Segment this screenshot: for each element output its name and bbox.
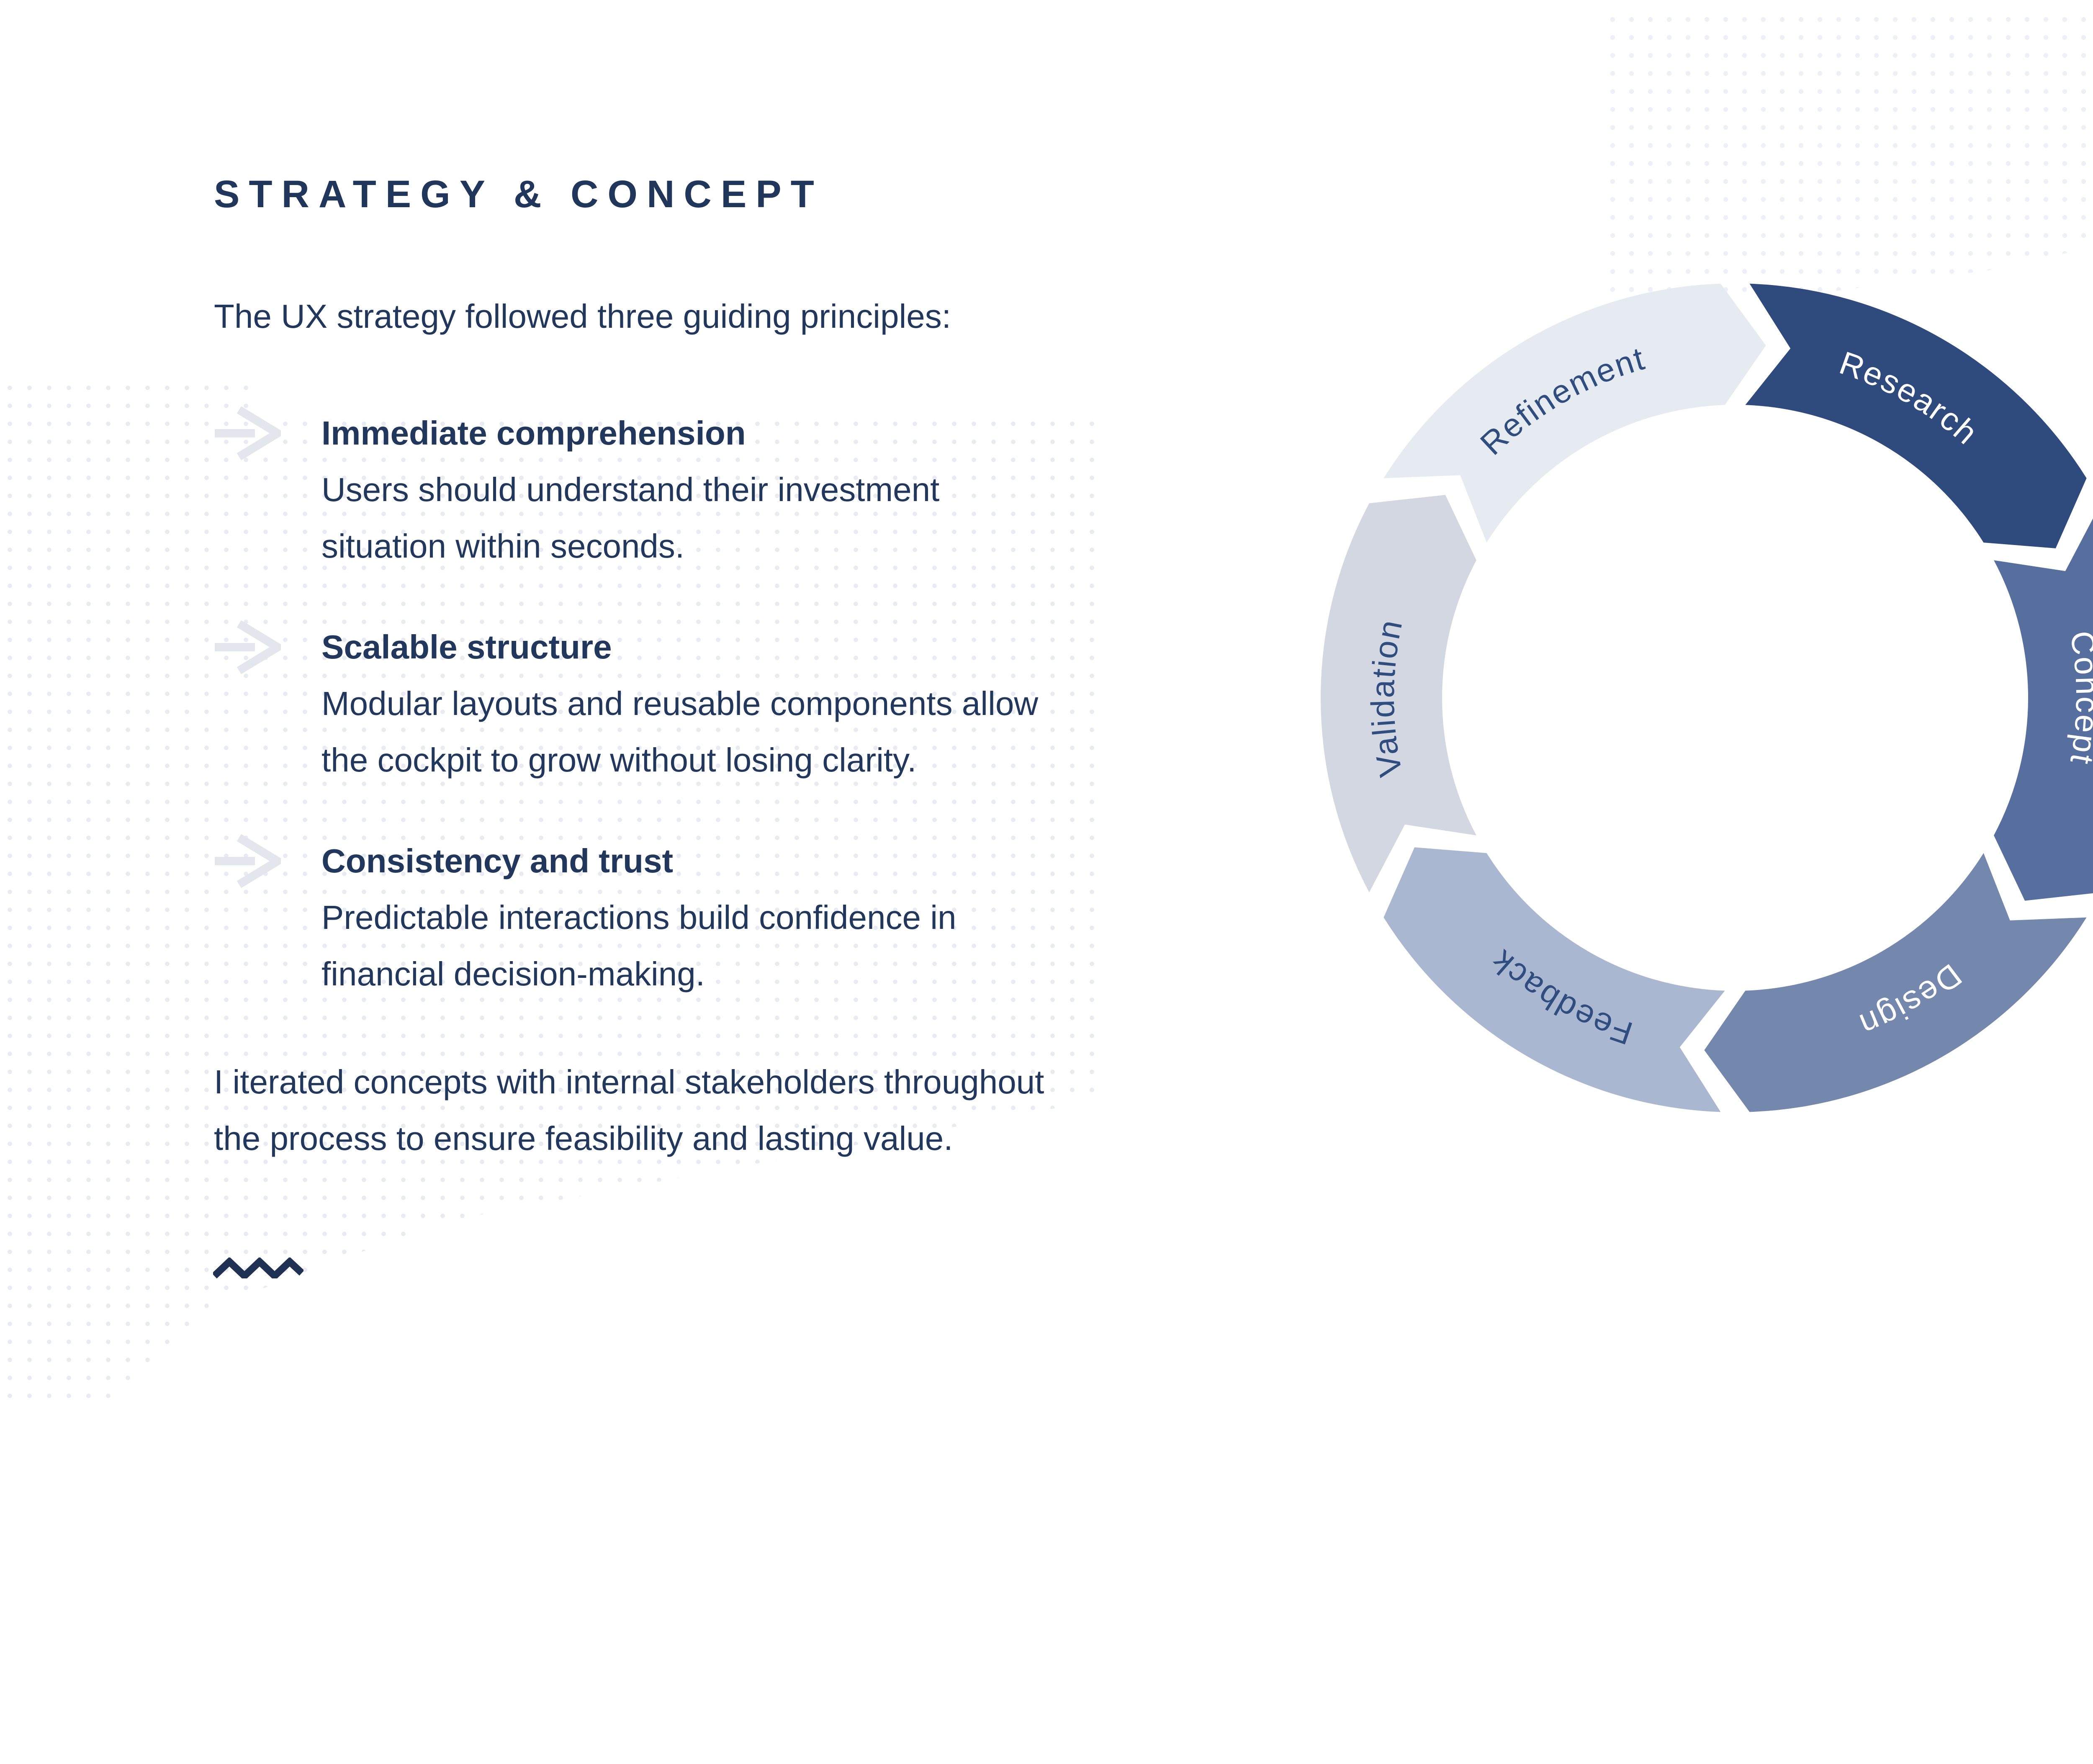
cycle-stage-shape xyxy=(1745,283,2087,548)
cycle-stage-shape xyxy=(1383,283,1766,543)
principle-line: Predictable interactions build confidenc… xyxy=(321,899,957,936)
arrow-right-icon xyxy=(214,620,281,675)
intro-text: The UX strategy followed three guiding p… xyxy=(214,298,951,335)
principle-item-2: Scalable structure Modular layouts and r… xyxy=(214,619,1038,788)
closing-line: I iterated concepts with internal stakeh… xyxy=(214,1063,1044,1101)
cycle-stage-shape xyxy=(1383,847,1725,1112)
principle-heading: Consistency and trust xyxy=(321,842,674,879)
principle-heading: Immediate comprehension xyxy=(321,414,746,452)
principle-heading: Scalable structure xyxy=(321,628,612,666)
closing-line: the process to ensure feasibility and la… xyxy=(214,1120,953,1157)
cycle-stage-shape xyxy=(1321,495,1476,892)
closing-text: I iterated concepts with internal stakeh… xyxy=(214,1054,1044,1167)
arrow-right-icon xyxy=(214,406,281,461)
principle-line: situation within seconds. xyxy=(321,527,685,565)
process-cycle-diagram: ResearchConceptDesignFeedbackValidationR… xyxy=(1314,277,2093,1119)
principle-line: the cockpit to grow without losing clari… xyxy=(321,741,917,779)
cycle-stage-shape xyxy=(1704,853,2087,1112)
cycle-stage-concept: Concept xyxy=(1994,518,2093,901)
page-title: STRATEGY & CONCEPT xyxy=(214,173,823,216)
cycle-stage-refinement: Refinement xyxy=(1383,283,1766,543)
cycle-stage-validation: Validation xyxy=(1321,495,1476,892)
principle-line: Users should understand their investment xyxy=(321,471,940,508)
principle-line: Modular layouts and reusable components … xyxy=(321,685,1039,722)
arrow-right-icon xyxy=(214,833,281,889)
principle-item-3: Consistency and trust Predictable intera… xyxy=(214,833,956,1002)
zigzag-decoration xyxy=(213,1257,303,1278)
principle-line: financial decision-making. xyxy=(321,955,705,993)
dot-pattern-top-right xyxy=(1603,10,2093,322)
cycle-stage-shape xyxy=(1994,518,2093,901)
principle-item-1: Immediate comprehension Users should und… xyxy=(214,405,939,574)
cycle-stage-design: Design xyxy=(1704,853,2087,1112)
